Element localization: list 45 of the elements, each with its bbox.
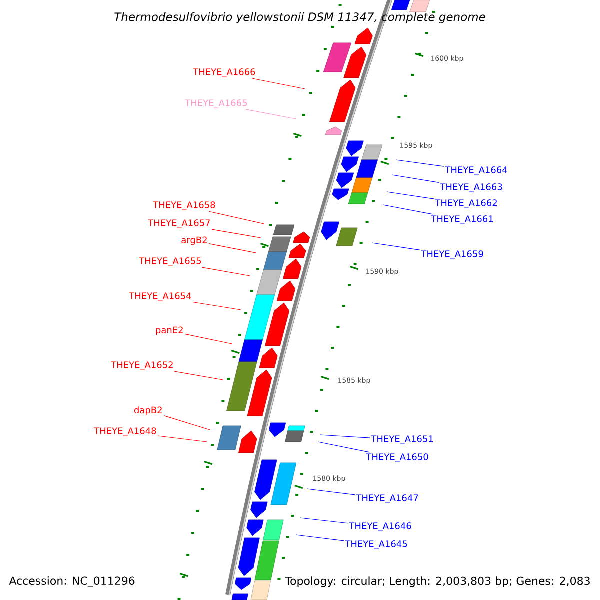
- gene-label: panE2: [156, 326, 183, 336]
- gene-label: THEYE_A1666: [193, 68, 256, 78]
- leader-line: [306, 488, 356, 496]
- leader-line: [382, 204, 434, 215]
- gene-label: dapB2: [134, 406, 162, 416]
- gene-label: THEYE_A1645: [345, 540, 408, 550]
- topology-text: Topology: circular; Length: 2,003,803 bp; Genes: 2,083: [284, 576, 592, 588]
- leader-line: [174, 371, 224, 380]
- leader-line: [386, 192, 434, 200]
- leader-line: [184, 334, 232, 344]
- gene-label: THEYE_A1659: [421, 250, 484, 260]
- leader-line: [392, 174, 440, 183]
- title: Thermodesulfovibrio yellowstonii DSM 11347, complete genome: [114, 12, 486, 24]
- gene-label: THEYE_A1650: [366, 454, 428, 462]
- gene-label: THEYE_A1652: [111, 362, 173, 370]
- gene-label: THEYE_A1654: [129, 292, 192, 302]
- gene-label: THEYE_A1662: [435, 200, 497, 208]
- leader-line: [246, 109, 296, 120]
- gene-label: argB2: [182, 236, 207, 246]
- gene-label: THEYE_A1658: [153, 202, 216, 210]
- gene-label: THEYE_A1646: [349, 522, 412, 532]
- leader-line: [202, 267, 250, 276]
- leader-line: [372, 242, 420, 250]
- leader-line: [318, 442, 370, 453]
- accession-text: Accession: NC_011296: [9, 576, 135, 588]
- gene-label: THEYE_A1663: [440, 184, 502, 192]
- leader-line: [252, 78, 306, 90]
- leader-line: [158, 436, 208, 442]
- gene-label: THEYE_A1651: [371, 436, 434, 444]
- leader-line: [396, 160, 444, 167]
- leader-line: [192, 302, 242, 310]
- gene-label: THEYE_A1665: [185, 100, 248, 108]
- gene-label: THEYE_A1655: [139, 258, 202, 266]
- gene-label: THEYE_A1648: [94, 428, 156, 436]
- leader-line: [164, 416, 210, 430]
- gene-label: THEYE_A1661: [431, 216, 494, 224]
- leader-line: [212, 229, 262, 238]
- leader-line: [208, 244, 256, 254]
- leader-line: [320, 434, 370, 438]
- leader-line: [296, 534, 344, 542]
- gene-label: THEYE_A1657: [148, 220, 210, 228]
- leader-line: [300, 518, 348, 524]
- gene-label: THEYE_A1664: [445, 166, 508, 176]
- gene-label: THEYE_A1647: [356, 494, 418, 504]
- leader-line: [208, 211, 264, 224]
